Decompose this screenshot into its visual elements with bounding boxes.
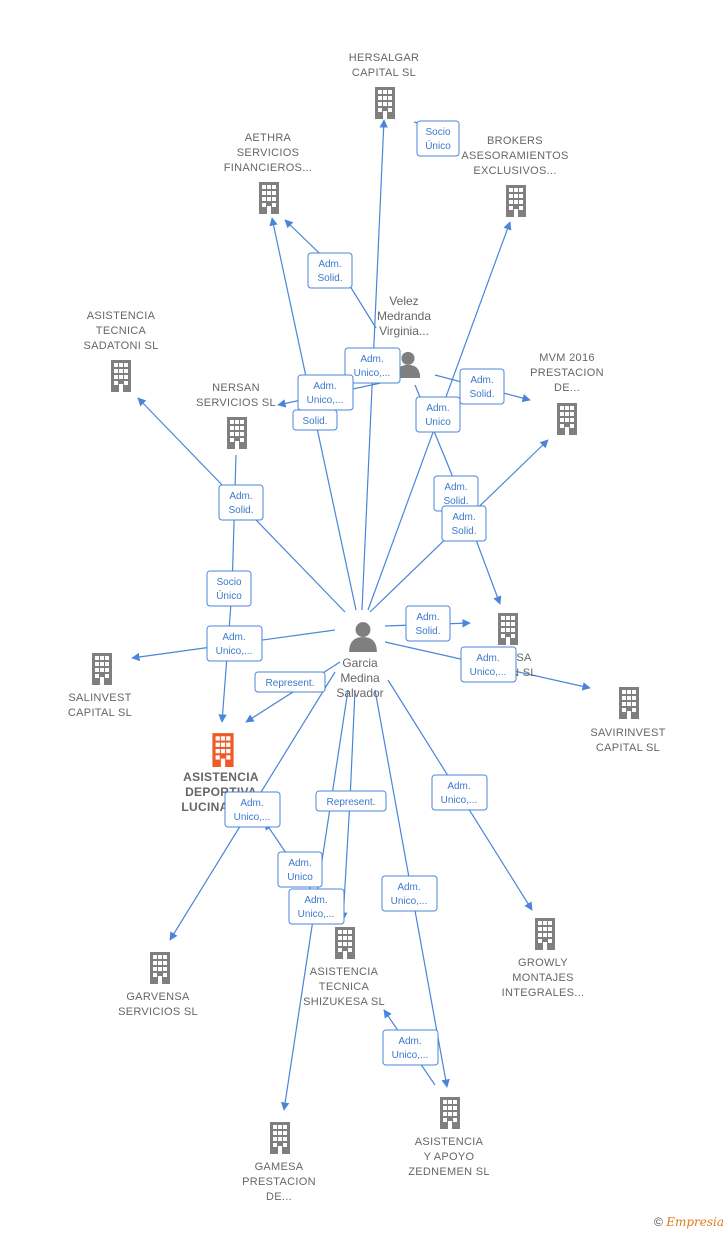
- building-icon: [557, 403, 577, 435]
- edge-label[interactable]: Represent.: [315, 790, 387, 812]
- building-icon: [619, 687, 639, 719]
- svg-text:Adm.Solid.: Adm.Solid.: [443, 482, 468, 507]
- edge-label[interactable]: Adm.Solid.: [433, 475, 479, 512]
- building-icon: [259, 182, 279, 214]
- edge-label[interactable]: Adm.Unico,...: [288, 888, 345, 925]
- edge-label[interactable]: Adm.Unico,...: [460, 646, 517, 683]
- building-icon: [111, 360, 131, 392]
- svg-text:Adm.Unico,...: Adm.Unico,...: [391, 882, 428, 907]
- edge-label[interactable]: Adm.Solid.: [218, 484, 264, 521]
- edge-label[interactable]: Adm.Unico,...: [431, 774, 488, 811]
- footer-brand: © Empresia: [654, 1215, 724, 1229]
- svg-text:Adm.Solid.: Adm.Solid.: [415, 612, 440, 637]
- svg-text:Adm.Unico,...: Adm.Unico,...: [234, 798, 271, 823]
- building-icon: [498, 613, 518, 645]
- svg-text:Represent.: Represent.: [327, 797, 376, 808]
- svg-text:Adm.Solid.: Adm.Solid.: [228, 491, 253, 516]
- building-icon: [92, 653, 112, 685]
- svg-text:Adm.Unico,...: Adm.Unico,...: [298, 895, 335, 920]
- edge-label[interactable]: Adm.Solid.: [459, 368, 505, 405]
- svg-text:Adm.Solid.: Adm.Solid.: [451, 512, 476, 537]
- building-icon: [506, 185, 526, 217]
- building-icon: [335, 927, 355, 959]
- edge-label[interactable]: Adm.Unico,...: [297, 374, 354, 411]
- svg-text:Represent.: Represent.: [266, 678, 315, 689]
- svg-text:Adm.Unico: Adm.Unico: [425, 403, 451, 428]
- edge-label[interactable]: Adm.Solid.: [441, 505, 487, 542]
- svg-text:Adm.Unico,...: Adm.Unico,...: [354, 354, 391, 379]
- edge-label[interactable]: Adm.Solid.: [307, 252, 353, 289]
- building-icon: [227, 417, 247, 449]
- building-icon: [150, 952, 170, 984]
- edge-label[interactable]: Adm.Unico,...: [382, 1029, 439, 1066]
- edge-label[interactable]: Adm.Unico,...: [206, 625, 263, 662]
- edge-label[interactable]: Adm.Unico: [277, 851, 323, 888]
- edge-label[interactable]: Adm.Solid.: [405, 605, 451, 642]
- svg-text:SAN SL: SAN SL: [511, 652, 537, 679]
- brand-logo[interactable]: Empresia: [666, 1215, 724, 1229]
- edge-label[interactable]: Adm.Unico,...: [344, 347, 401, 384]
- svg-text:Adm.Solid.: Adm.Solid.: [469, 375, 494, 400]
- svg-text:Adm.Unico,...: Adm.Unico,...: [307, 381, 344, 406]
- person-icon: [349, 622, 377, 652]
- svg-text:Adm.Unico,...: Adm.Unico,...: [216, 632, 253, 657]
- edge-label[interactable]: Solid.: [292, 409, 338, 431]
- svg-text:Solid.: Solid.: [302, 416, 327, 427]
- building-icon: [440, 1097, 460, 1129]
- edge-label[interactable]: Adm.Unico,...: [381, 875, 438, 912]
- svg-text:Adm.Unico: Adm.Unico: [287, 858, 313, 883]
- building-icon: [270, 1122, 290, 1154]
- edge-label[interactable]: Adm.Unico,...: [224, 791, 281, 828]
- svg-text:Adm.Unico,...: Adm.Unico,...: [441, 781, 478, 806]
- svg-text:Adm.Solid.: Adm.Solid.: [317, 259, 342, 284]
- svg-text:Adm.Unico,...: Adm.Unico,...: [470, 653, 507, 678]
- copyright-icon: ©: [654, 1215, 663, 1229]
- svg-text:Adm.Unico,...: Adm.Unico,...: [392, 1036, 429, 1061]
- building-icon: [535, 918, 555, 950]
- building-icon: [212, 733, 234, 767]
- edge-label[interactable]: Represent.: [254, 671, 326, 693]
- building-icon: [375, 87, 395, 119]
- edge-label[interactable]: Adm.Unico: [415, 396, 461, 433]
